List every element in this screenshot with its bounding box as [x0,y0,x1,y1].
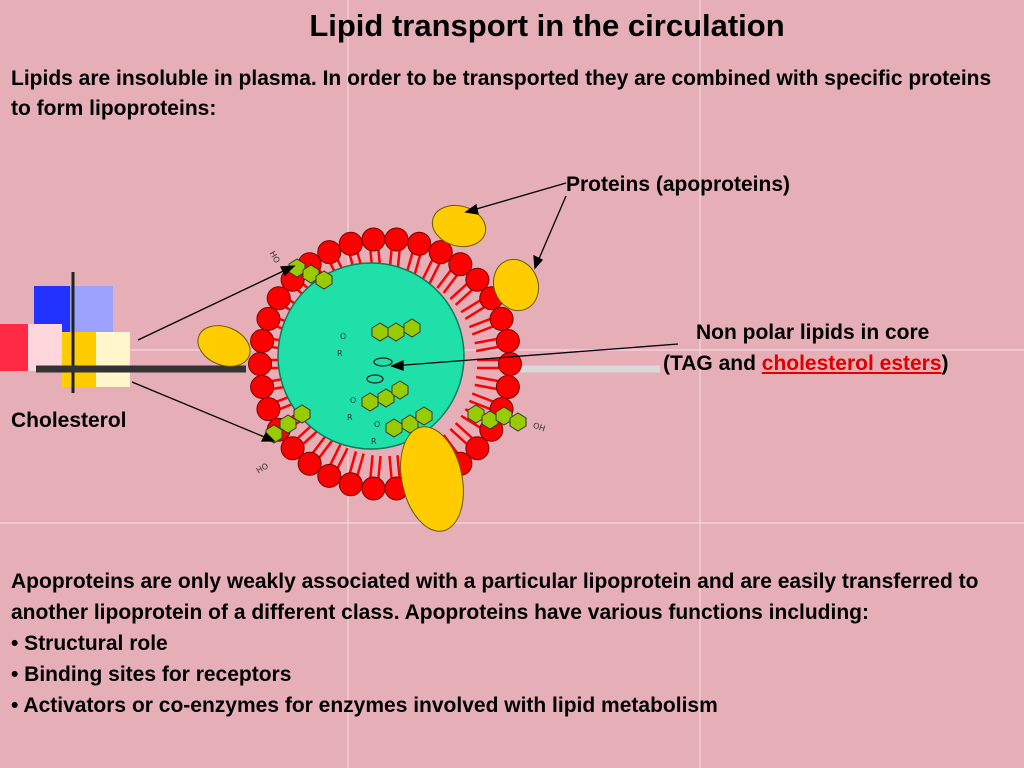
chem-r-2: R [347,413,353,422]
phospholipid-head [428,240,453,265]
phospholipid-head [361,227,386,252]
phospholipid-head [407,231,432,256]
cholesterol-molecules [265,258,527,444]
apoprotein-top [431,204,487,248]
phospholipid-heads [248,227,522,501]
chem-ho-2: HO [255,461,270,475]
intro-text: Lipids are insoluble in plasma. In order… [11,67,992,120]
phospholipid-head [465,267,490,292]
core-ring-1 [373,357,393,367]
phospholipid-head [489,306,514,331]
phospholipid-head [361,476,386,501]
core-ring-2 [366,374,384,384]
pointer-lines [131,182,679,442]
cholesterol-esters-link[interactable]: cholesterol esters [761,352,942,375]
chem-r-1: R [337,349,343,358]
core-label-detail: (TAG and cholesterol esters) [663,352,949,376]
cholesterol-label: Cholesterol [11,409,127,432]
phospholipid-head [338,231,363,256]
bullet-item: • Binding sites for receptors [11,663,292,686]
phospholipid-head [280,436,305,461]
phospholipid-head [448,252,473,277]
phospholipid-head [384,227,409,252]
proteins-label: Proteins (apoproteins) [566,173,791,196]
phospholipid-head [317,240,342,265]
phospholipid-head [256,306,281,331]
apoprotein-left [197,325,251,367]
phospholipid-head [248,352,272,376]
chem-ho-1: HO [268,250,282,265]
phospholipid-head [465,436,490,461]
bullet-item: • Activators or co-enzymes for enzymes i… [11,694,718,717]
bullet-item: • Structural role [11,632,168,655]
phospholipid-head [495,329,520,354]
chem-r-3: R [371,437,377,446]
chem-o-3: O [374,420,380,429]
chem-oh: OH [532,421,547,434]
core-molecules [361,318,433,438]
phospholipid-head [250,374,275,399]
core-label: Non polar lipids in core [696,321,930,344]
chem-o-2: O [350,396,356,405]
core-label-prefix: (TAG and [663,352,762,375]
lipid-core [277,262,465,450]
apoprotein-right [492,258,540,312]
apoproteins [197,204,540,532]
slide-title: Lipid transport in the circulation [309,8,785,43]
decorative-logo [0,272,246,393]
phospholipid-head [317,463,342,488]
phospholipid-head [338,472,363,497]
apoprotein-large [400,426,464,532]
body-paragraph: Apoproteins are only weakly associated w… [11,570,979,624]
chem-o-1: O [340,332,346,341]
phospholipid-head [266,286,291,311]
phospholipid-head [256,397,281,422]
apoprotein-description: Apoproteins are only weakly associated w… [11,566,1001,721]
phospholipid-head [297,451,322,476]
core-label-suffix: ) [941,352,949,375]
phospholipid-head [495,374,520,399]
phospholipid-head [250,329,275,354]
